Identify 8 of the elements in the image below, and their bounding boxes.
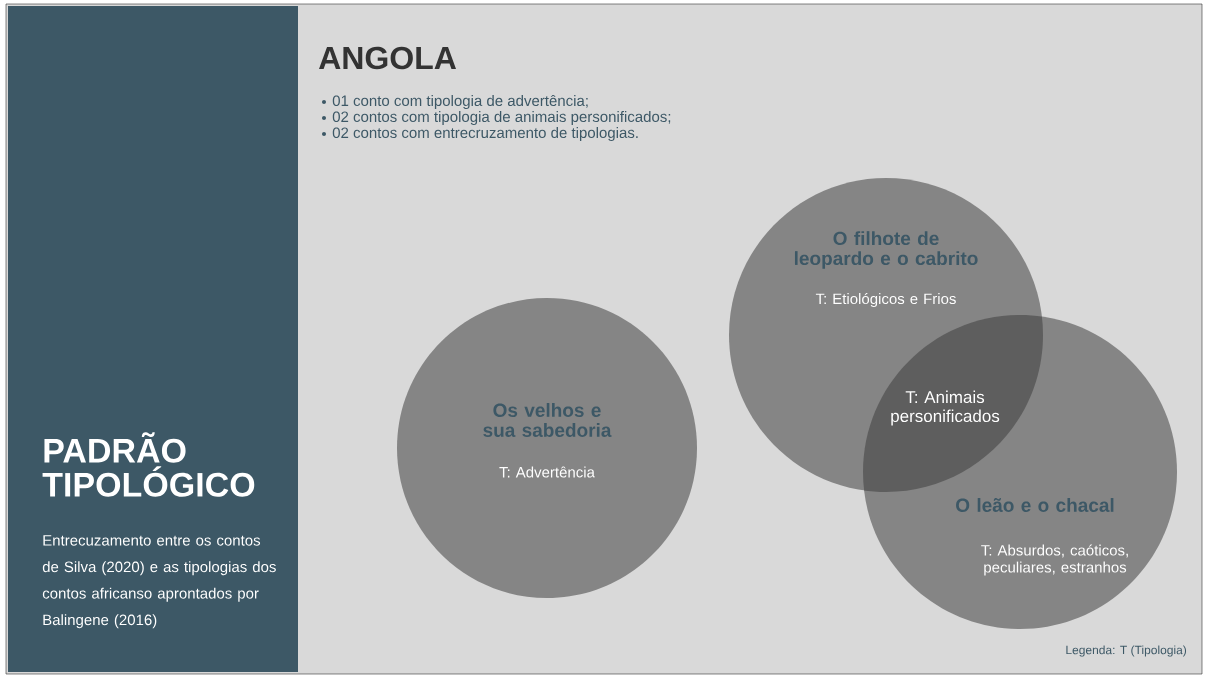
- panel-title: PADRÃO TIPOLÓGICO: [42, 432, 255, 497]
- overlap-label: T: Animais personificados: [891, 390, 1000, 426]
- bullet-item: 02 contos com entrecruzamento de tipologias.: [322, 127, 638, 141]
- bullet-item: 01 conto com tipologia de advertência;: [322, 95, 588, 109]
- legend-note: Legenda: T (Tipologia): [1066, 645, 1187, 657]
- panel-description: Entrecuzamento entre os contos de Silva (2020) e as tipologias dos contos africanso aprontados por Balingene (2016): [42, 535, 276, 629]
- heading: ANGOLA: [319, 46, 456, 70]
- bullet-item: 02 contos com tipologia de animais personificados;: [322, 111, 671, 125]
